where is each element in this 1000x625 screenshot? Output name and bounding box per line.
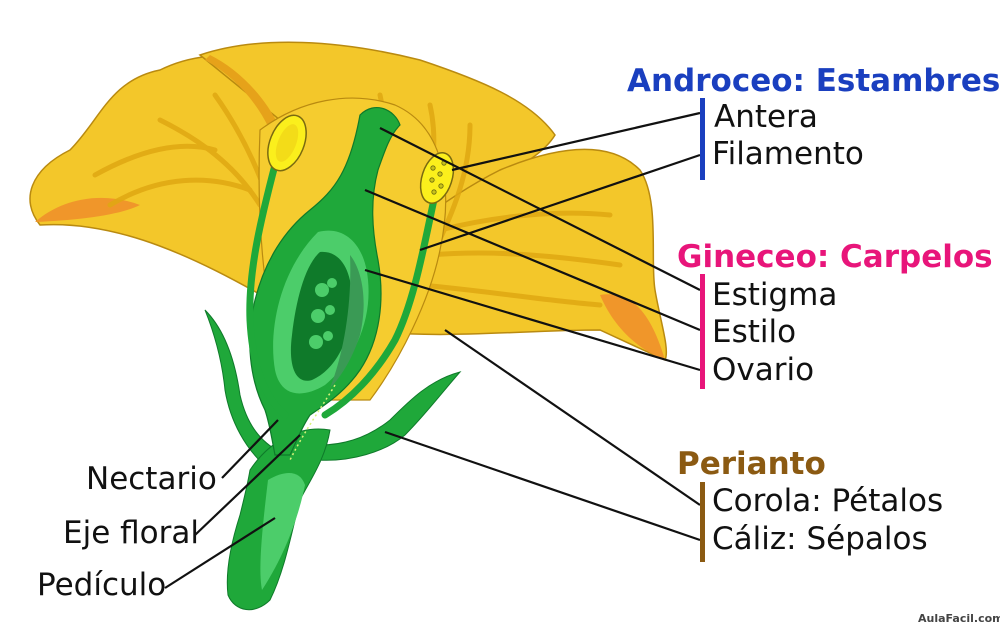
- perianto-bar: [700, 482, 705, 562]
- androceo-bar: [700, 98, 705, 180]
- label-nectario: Nectario: [86, 461, 217, 497]
- leader-nectario: [221, 419, 279, 479]
- perianto-title: Perianto: [677, 446, 826, 482]
- leader-eje-floral: [194, 434, 301, 536]
- stamen-right-filament: [321, 191, 439, 419]
- leader-estigma: [379, 127, 701, 291]
- label-corola: Corola: Pétalos: [712, 483, 944, 519]
- anther-right: [419, 152, 455, 204]
- ovary-chamber-right: [330, 255, 364, 388]
- label-estigma: Estigma: [712, 277, 838, 313]
- leader-antera: [451, 111, 701, 172]
- pollen-grains: [429, 160, 447, 195]
- label-caliz: Cáliz: Sépalos: [712, 521, 928, 557]
- label-antera: Antera: [714, 99, 818, 135]
- anther-left-inner: [275, 124, 299, 162]
- leader-caliz: [384, 430, 701, 542]
- watermark: AulaFacil.com: [918, 612, 1000, 625]
- gineceo-bar: [700, 274, 705, 389]
- leader-lines: [164, 111, 701, 589]
- petal-right-edge: [600, 294, 665, 360]
- pedicel-highlight: [260, 473, 305, 590]
- leader-ovario: [364, 268, 701, 372]
- leader-pediculo: [164, 517, 276, 589]
- stamen-left-filament: [246, 161, 289, 419]
- label-ovario: Ovario: [712, 352, 815, 388]
- label-eje-floral: Eje floral: [63, 515, 199, 551]
- label-estilo: Estilo: [712, 314, 797, 350]
- label-filamento: Filamento: [712, 136, 864, 172]
- androceo-title: Androceo: Estambres: [627, 63, 1000, 99]
- gineceo-title: Gineceo: Carpelos: [677, 239, 993, 275]
- leader-estilo: [364, 188, 701, 332]
- leader-filamento: [419, 153, 701, 252]
- ovules: [309, 278, 337, 349]
- label-pediculo: Pedículo: [37, 567, 167, 603]
- leader-corola: [444, 329, 701, 506]
